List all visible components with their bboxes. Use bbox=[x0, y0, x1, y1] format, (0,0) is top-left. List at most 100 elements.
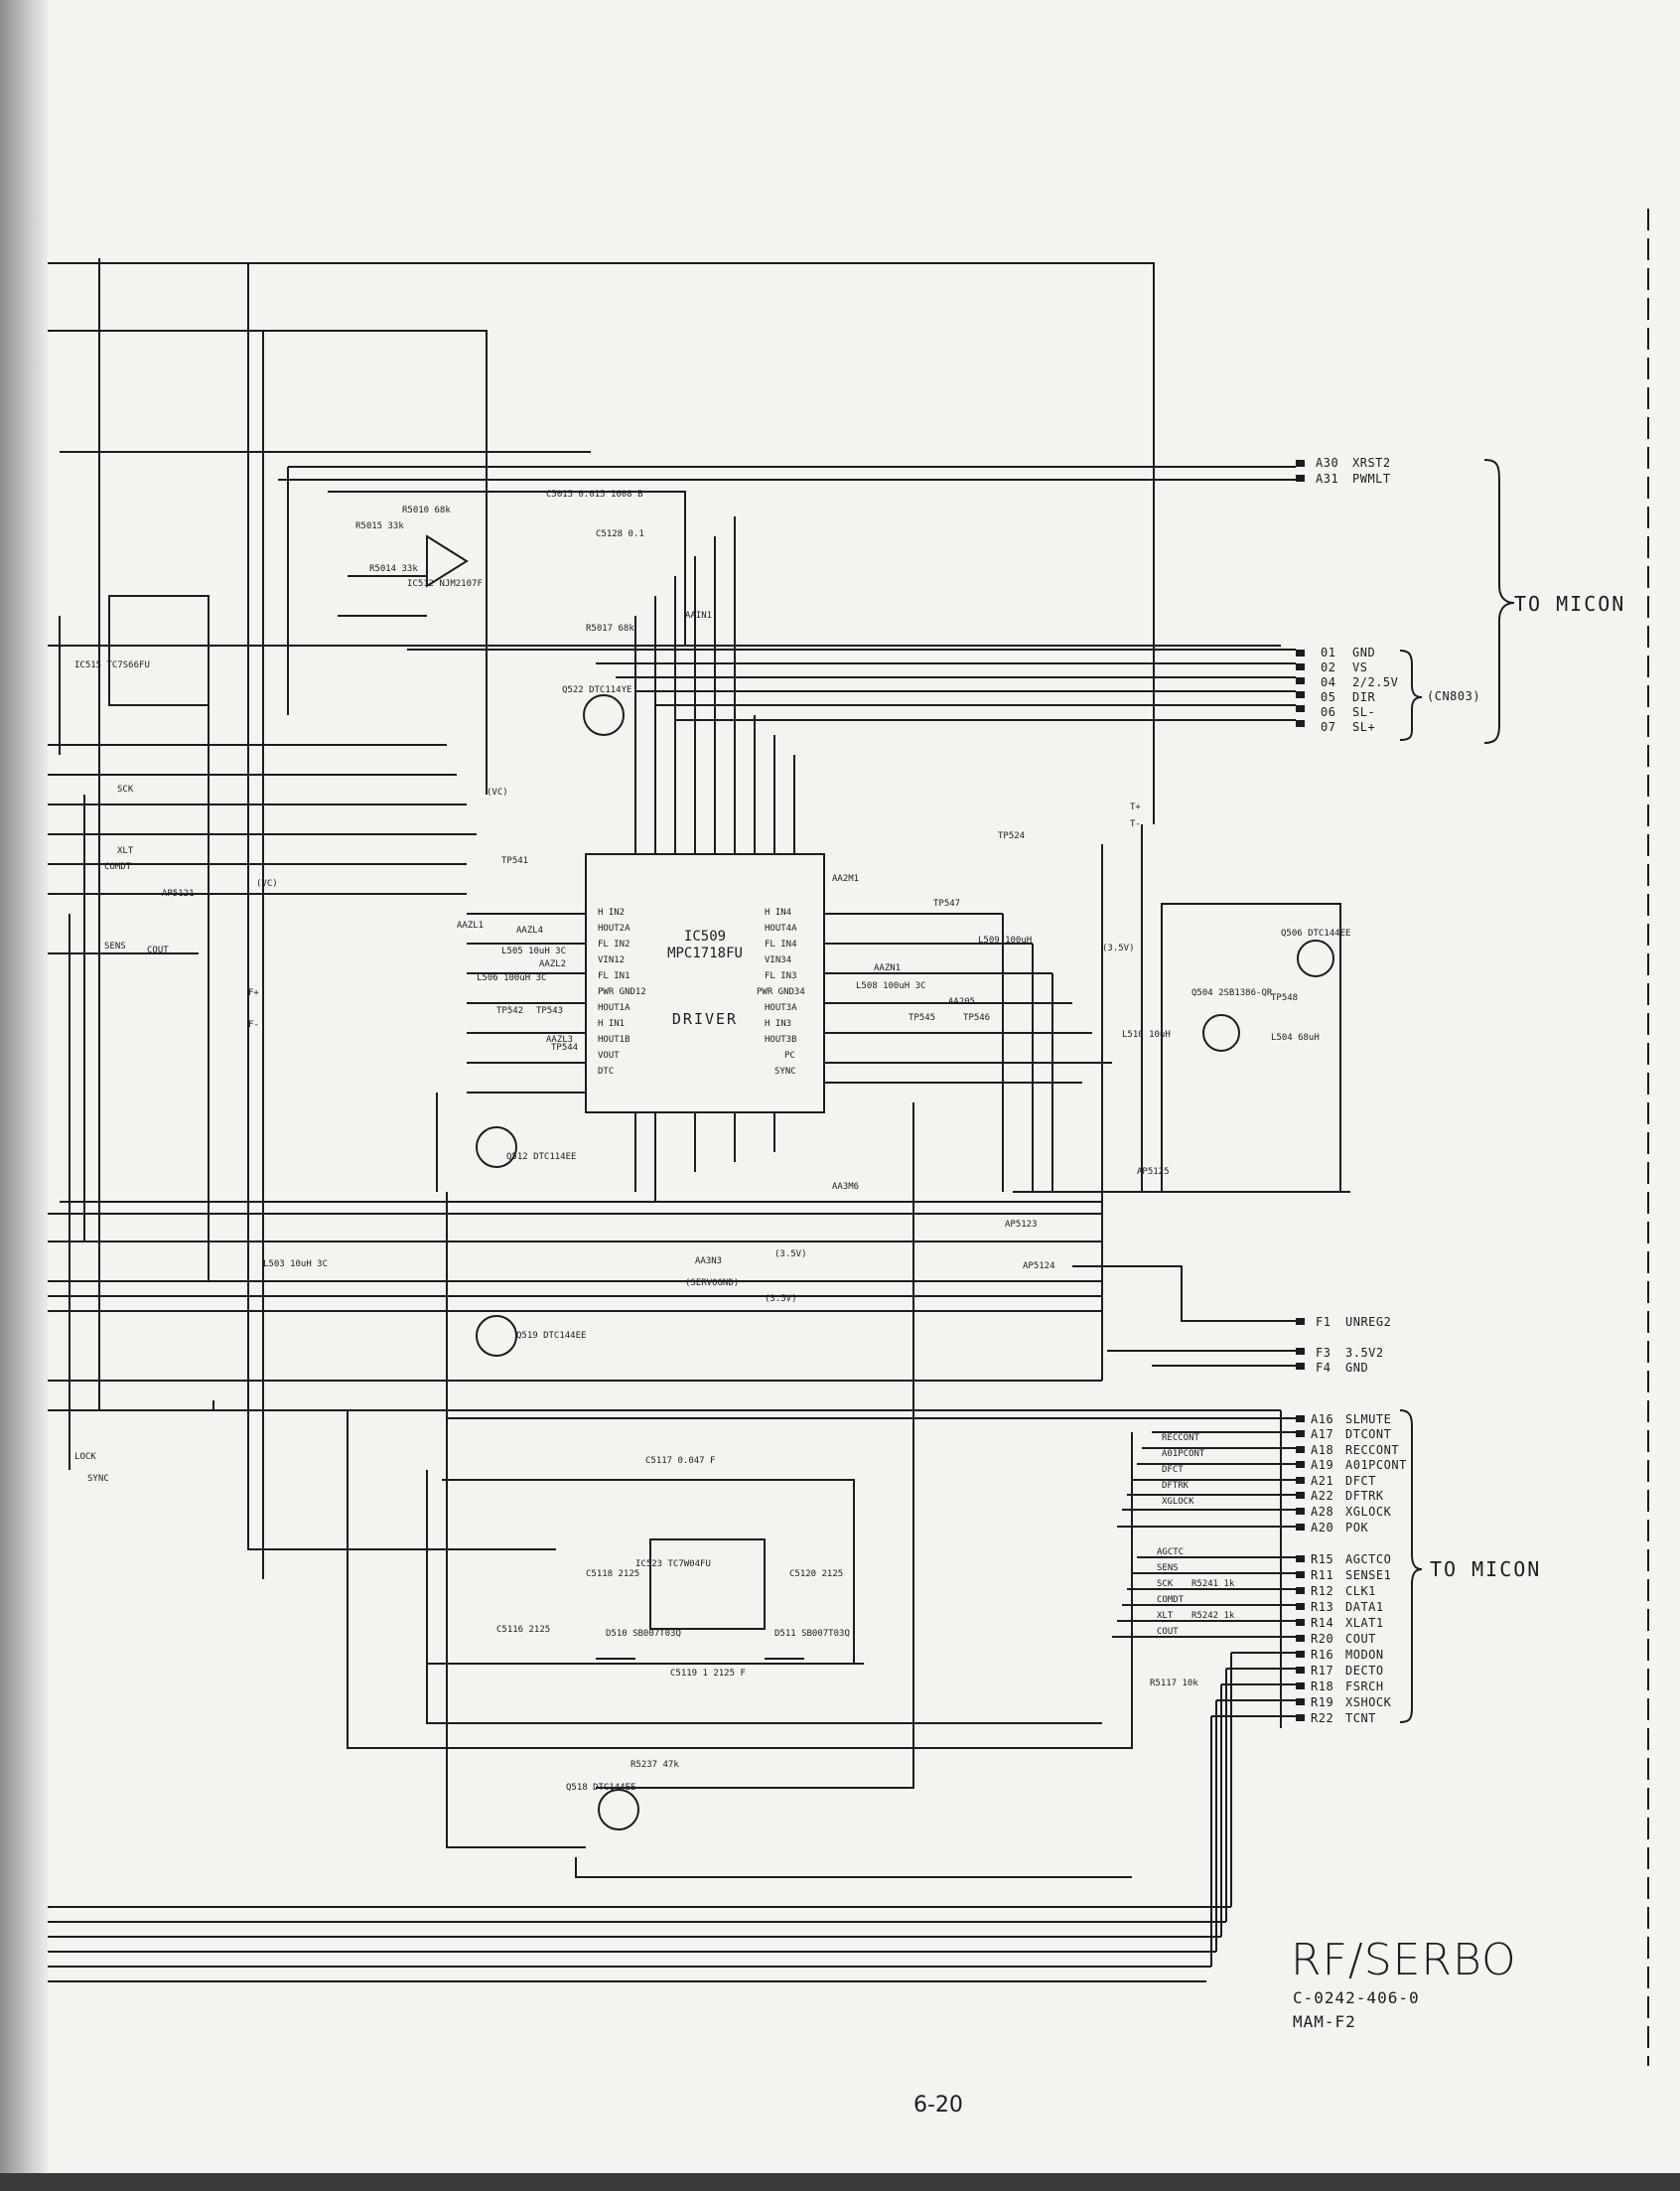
connector-pin: F4 bbox=[1316, 1361, 1331, 1375]
net-label: TP545 bbox=[909, 1013, 936, 1023]
connector-signal: UNREG2 bbox=[1345, 1315, 1392, 1329]
component-label: R5242 1k bbox=[1191, 1611, 1235, 1621]
component-label: Q512 DTC114EE bbox=[506, 1152, 577, 1162]
net-label: AP5125 bbox=[1137, 1167, 1170, 1177]
net-label: TP542 bbox=[496, 1006, 524, 1016]
ic-pin-left: FL IN2 bbox=[598, 940, 630, 949]
component-label: L506 100uH 3C bbox=[477, 973, 547, 983]
connector-signal: 2/2.5V bbox=[1352, 675, 1399, 689]
connector-pin: A18 bbox=[1311, 1443, 1334, 1457]
net-label: SENS bbox=[104, 942, 126, 951]
component-label: R5237 47k bbox=[630, 1760, 679, 1770]
bus-label: SENS bbox=[1157, 1563, 1179, 1573]
connector-signal: A01PCONT bbox=[1345, 1458, 1407, 1472]
net-label: TP544 bbox=[551, 1043, 579, 1053]
net-label: TP543 bbox=[536, 1006, 564, 1016]
net-label: AA3M6 bbox=[832, 1182, 860, 1192]
connector-pin: A30 bbox=[1316, 456, 1339, 470]
net-label: (VC) bbox=[256, 879, 278, 889]
connector-signal: VS bbox=[1352, 660, 1368, 674]
net-label: F- bbox=[248, 1020, 259, 1030]
connector-pin: R12 bbox=[1311, 1584, 1334, 1598]
connector-pin: R17 bbox=[1311, 1664, 1334, 1678]
net-label: (3.5V) bbox=[765, 1294, 797, 1304]
net-label: COUT bbox=[147, 946, 169, 955]
component-label: C5119 1 2125 F bbox=[670, 1669, 746, 1679]
connector-pin: A19 bbox=[1311, 1458, 1334, 1472]
connector-pin: A16 bbox=[1311, 1412, 1334, 1426]
connector-signal: SL+ bbox=[1352, 720, 1376, 734]
net-label: LOCK bbox=[74, 1452, 96, 1462]
net-label: (3.5V) bbox=[774, 1249, 807, 1259]
net-label: AAIN1 bbox=[685, 611, 713, 621]
connector-signal: CLK1 bbox=[1345, 1584, 1376, 1598]
component-label: C5116 2125 bbox=[496, 1625, 551, 1635]
connector-signal: SLMUTE bbox=[1345, 1412, 1392, 1426]
bus-label: RECCONT bbox=[1162, 1433, 1199, 1443]
connector-signal: DFCT bbox=[1345, 1474, 1376, 1488]
connector-signal: DFTRK bbox=[1345, 1489, 1384, 1503]
ic-pin-left: PWR GND12 bbox=[598, 987, 646, 997]
connector-signal: SL- bbox=[1352, 705, 1376, 719]
connector-signal: DIR bbox=[1352, 690, 1376, 704]
ic-pin-right: PWR GND34 bbox=[757, 987, 805, 997]
ic-pin-right: FL IN4 bbox=[765, 940, 797, 949]
ic-pin-right: H IN3 bbox=[765, 1019, 792, 1029]
net-label: AP5121 bbox=[162, 889, 195, 899]
ic-pin-right: HOUT3A bbox=[765, 1003, 797, 1013]
connector-pin: A20 bbox=[1311, 1521, 1334, 1534]
drawing-number: C-0242-406-0 bbox=[1293, 1988, 1420, 2007]
connector-signal: DATA1 bbox=[1345, 1600, 1384, 1614]
component-label: IC523 TC7W04FU bbox=[635, 1559, 711, 1569]
connector-signal: MODON bbox=[1345, 1648, 1384, 1662]
connector-pin: 05 bbox=[1321, 690, 1336, 704]
ic-pin-right: FL IN3 bbox=[765, 971, 797, 981]
net-label: T- bbox=[1130, 819, 1141, 829]
component-label: C5015 0.015 1608 B bbox=[546, 490, 643, 500]
component-label: R5010 68k bbox=[402, 506, 451, 515]
component-label: L510 10uH bbox=[1122, 1030, 1171, 1040]
net-label: TP541 bbox=[501, 856, 529, 866]
component-label: C5128 0.1 bbox=[596, 529, 644, 539]
ic-pin-right: VIN34 bbox=[765, 955, 792, 965]
net-label: AAZL4 bbox=[516, 926, 544, 936]
net-label: AA2M1 bbox=[832, 874, 860, 884]
bus-label: DFTRK bbox=[1162, 1481, 1190, 1491]
ic-pin-left: H IN1 bbox=[598, 1019, 626, 1029]
component-label: L503 10uH 3C bbox=[263, 1259, 329, 1269]
ic-pin-left: VOUT bbox=[598, 1051, 620, 1061]
connector-pin: A17 bbox=[1311, 1427, 1334, 1441]
net-label: AA3N3 bbox=[695, 1256, 723, 1266]
to-micon-label-bottom: TO MICON bbox=[1430, 1557, 1542, 1581]
connector-signal: COUT bbox=[1345, 1632, 1376, 1646]
connector-pin: F1 bbox=[1316, 1315, 1331, 1329]
connector-pin: R11 bbox=[1311, 1568, 1334, 1582]
connector-pin: R16 bbox=[1311, 1648, 1334, 1662]
connector-pin: 06 bbox=[1321, 705, 1336, 719]
component-label: IC512 NJM2107F bbox=[407, 579, 483, 589]
connector-signal: SENSE1 bbox=[1345, 1568, 1392, 1582]
connector-pin: R13 bbox=[1311, 1600, 1334, 1614]
net-label: AA205 bbox=[948, 997, 976, 1007]
ic-pin-left: VIN12 bbox=[598, 955, 626, 965]
component-label: Q519 DTC144EE bbox=[516, 1331, 587, 1341]
component-label: R5014 33k bbox=[369, 564, 418, 574]
bus-label: XGLOCK bbox=[1162, 1497, 1194, 1507]
connector-signal: 3.5V2 bbox=[1345, 1346, 1384, 1360]
sheet-title: RF/SERBO bbox=[1291, 1935, 1517, 1985]
ic-pin-right: HOUT4A bbox=[765, 924, 797, 934]
to-micon-label-top: TO MICON bbox=[1514, 592, 1626, 616]
component-label: Q506 DTC144EE bbox=[1281, 929, 1351, 939]
connector-pin: 02 bbox=[1321, 660, 1336, 674]
component-label: C5120 2125 bbox=[789, 1569, 844, 1579]
connector-pin: R20 bbox=[1311, 1632, 1334, 1646]
connector-signal: GND bbox=[1352, 646, 1376, 659]
bus-label: AGCTC bbox=[1157, 1547, 1185, 1557]
component-label: R5241 1k bbox=[1191, 1579, 1235, 1589]
net-label: XLT bbox=[117, 846, 134, 856]
page-edge-shadow-bottom bbox=[0, 2173, 1680, 2191]
component-label: L504 68uH bbox=[1271, 1033, 1320, 1043]
component-label: D510 SB007T03Q bbox=[606, 1629, 681, 1639]
connector-signal: AGCTCO bbox=[1345, 1552, 1392, 1566]
